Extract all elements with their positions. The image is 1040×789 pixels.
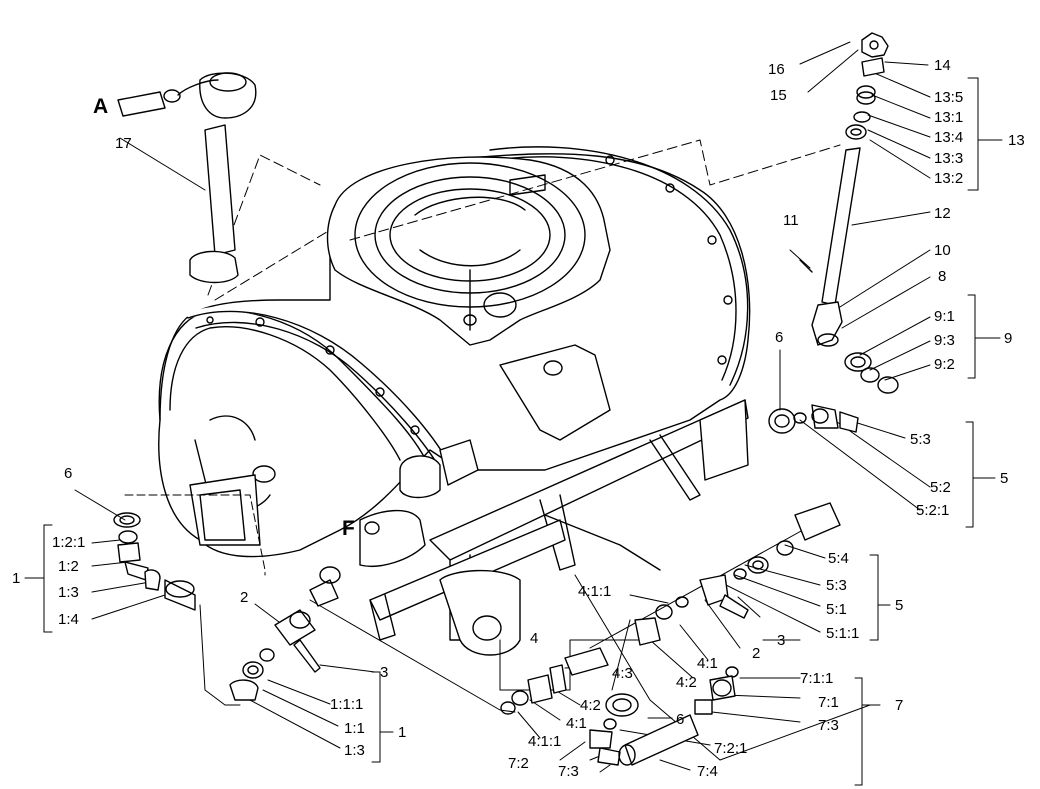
part-label: 7:2	[508, 755, 529, 772]
part-label: 7:3	[818, 717, 839, 734]
part-label: 1:3	[58, 584, 79, 601]
part-label: 7	[895, 697, 904, 714]
part-label: 10	[934, 242, 951, 259]
part-label: 17	[115, 135, 132, 152]
tank-frame	[189, 399, 749, 656]
assembly-7	[589, 666, 739, 766]
assembly-1	[113, 512, 196, 611]
part-label: 4	[530, 630, 539, 647]
part-label: 9:3	[934, 332, 955, 349]
part-label: 6	[64, 465, 73, 482]
part-label: 1:1	[344, 720, 365, 737]
part-label: 13:3	[934, 150, 964, 167]
part-label: 5:2	[930, 479, 951, 496]
part-label: 5	[895, 597, 904, 614]
part-label: 9	[1004, 330, 1013, 347]
part-label: 9:2	[934, 356, 955, 373]
part-label: 15	[770, 87, 787, 104]
part-label: 7:3	[558, 763, 579, 780]
part-label: 7:2:1	[714, 740, 748, 757]
part-label: 5:4	[828, 550, 849, 567]
part-label: 1:2	[58, 558, 79, 575]
part-label: 14	[934, 57, 951, 74]
part-label: 1:3	[344, 742, 365, 759]
tank-body	[158, 146, 751, 567]
part-label: 3	[777, 632, 786, 649]
part-label: 1:2:1	[52, 534, 86, 551]
part-label: 4:1:1	[578, 583, 612, 600]
part-label: 13	[1008, 132, 1025, 149]
part-label: 5:2:1	[916, 502, 950, 519]
part-label: 11	[783, 212, 799, 229]
part-label: 6	[676, 711, 685, 728]
part-label: 7:4	[697, 763, 718, 780]
part-label: 4:1	[566, 715, 587, 732]
part-label: 13:1	[934, 109, 964, 126]
part-label: 5:3	[910, 431, 931, 448]
callout-letter-f: F	[342, 517, 355, 540]
part-label: 7:1	[818, 694, 839, 711]
part-label: 13:2	[934, 170, 964, 187]
part-label: 4:1	[697, 655, 718, 672]
part-label: 2	[240, 589, 249, 606]
part-label: 5:3	[826, 577, 847, 594]
part-label: 4:2	[580, 697, 601, 714]
part-label: 1:1:1	[330, 696, 364, 713]
part-label: 5:1:1	[826, 625, 860, 642]
part-label: 8	[938, 268, 947, 285]
part-label: 4:3	[612, 665, 633, 682]
part-label: 1	[398, 724, 407, 741]
assembly-4	[500, 596, 689, 717]
part-label: 16	[768, 61, 785, 78]
assembly-2-3	[229, 566, 341, 701]
part-label: 1	[12, 570, 21, 587]
part-label: 13:5	[934, 89, 964, 106]
part-label: 13:4	[934, 129, 964, 146]
part-label: 3	[380, 664, 389, 681]
part-label: 4:2	[676, 674, 697, 691]
part-label: 7:1:1	[800, 670, 834, 687]
part-label: 1:4	[58, 611, 79, 628]
callout-letter-a: A	[93, 95, 109, 118]
lid-components	[799, 32, 899, 394]
part-label: 12	[934, 205, 951, 222]
part-label: 9:1	[934, 308, 955, 325]
fill-hose-17	[117, 72, 257, 284]
fittings-5-6	[699, 404, 859, 619]
part-label: 2	[752, 645, 761, 662]
part-label: 6	[775, 329, 784, 346]
part-label: 5:1	[826, 601, 847, 618]
part-label: 5	[1000, 470, 1009, 487]
part-label: 4:1:1	[528, 733, 562, 750]
